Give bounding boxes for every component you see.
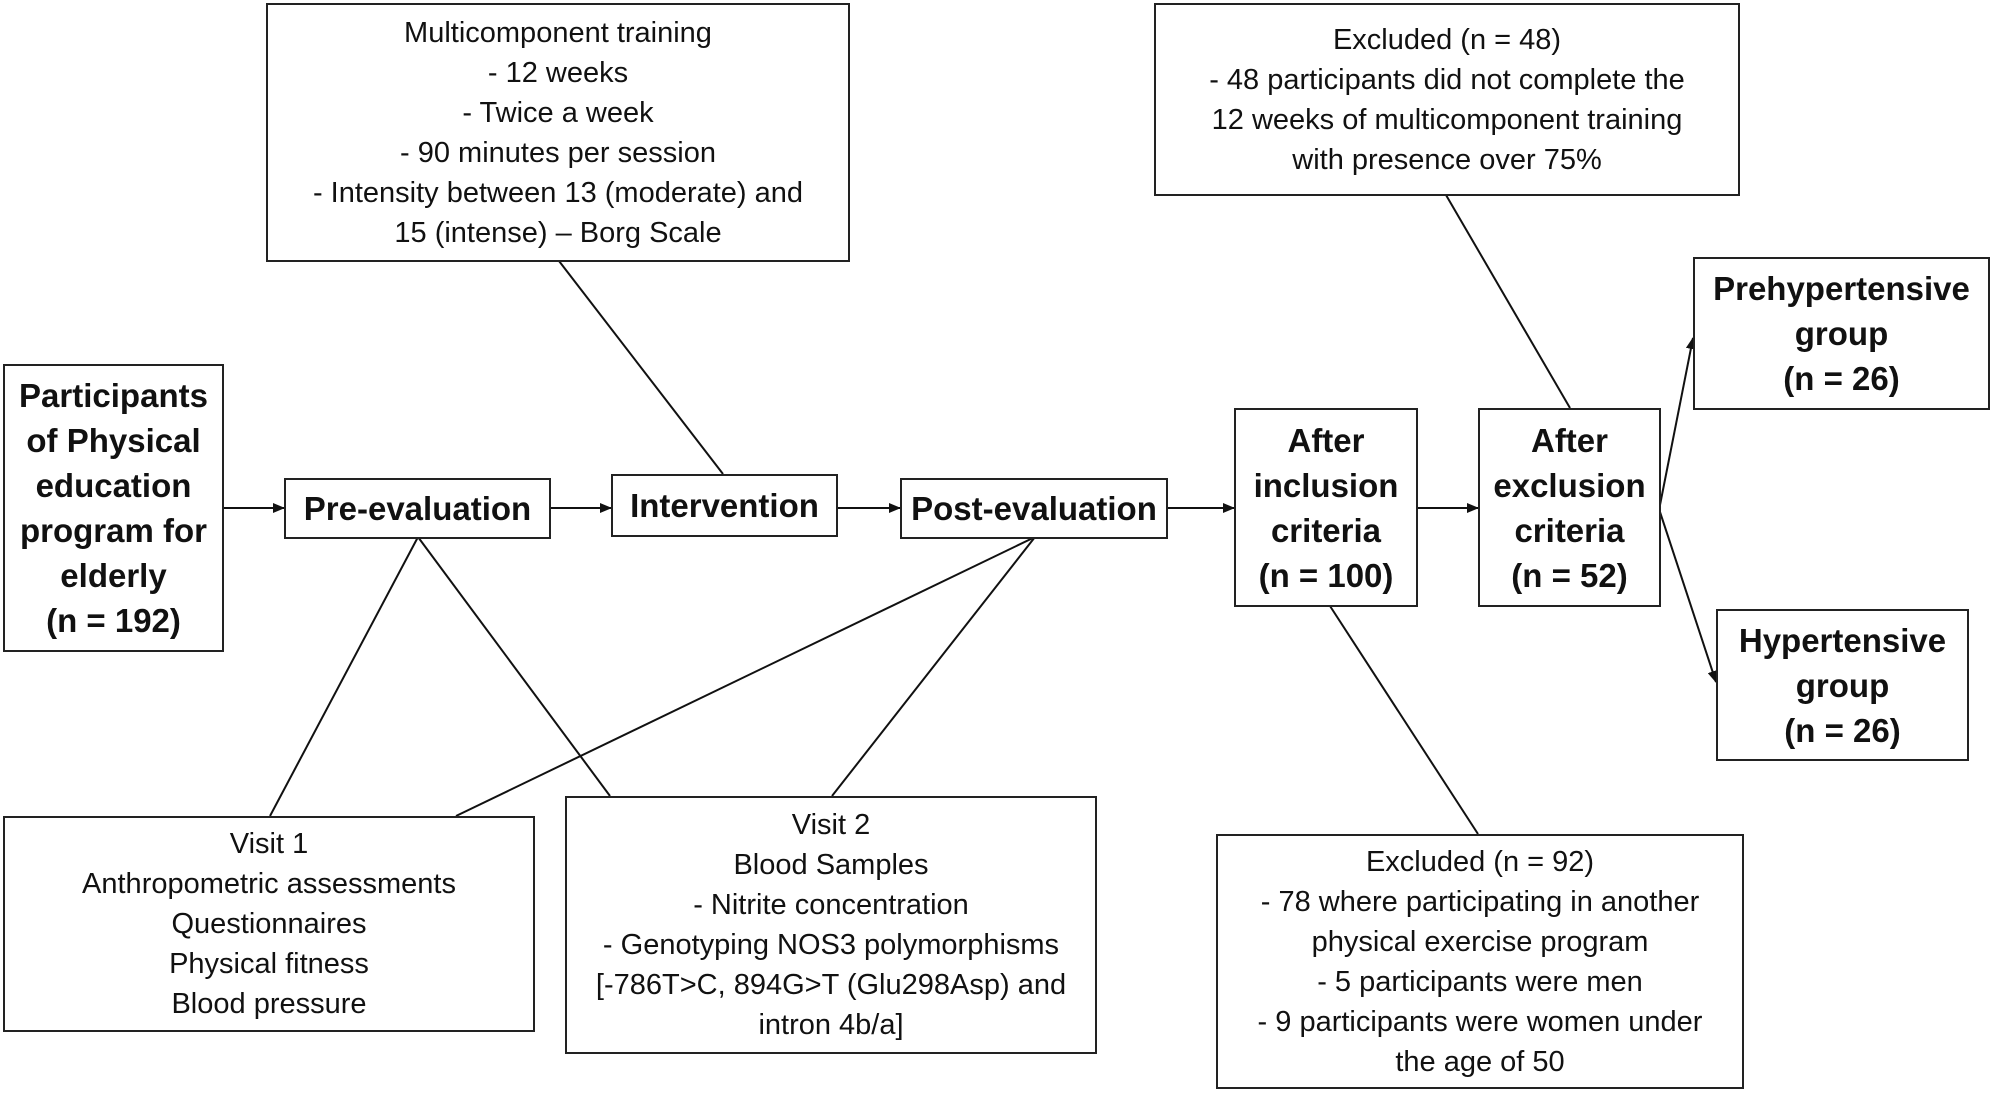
excluded-92-line: - 5 participants were men	[1317, 965, 1643, 998]
training-line: Multicomponent training	[404, 16, 712, 49]
visit1-box: Visit 1 Anthropometric assessments Quest…	[3, 816, 535, 1032]
after-inclusion-line: inclusion	[1253, 466, 1399, 504]
line-training-to-intervention	[558, 260, 724, 475]
training-details-box: Multicomponent training - 12 weeks - Twi…	[266, 3, 850, 262]
hypertensive-line: Hypertensive	[1738, 621, 1947, 659]
intervention-label: Intervention	[630, 487, 819, 524]
participants-line: elderly	[60, 557, 167, 594]
visit1-line: Blood pressure	[171, 988, 367, 1020]
excluded-92-line: - 78 where participating in another	[1260, 885, 1700, 918]
visit2-line: - Nitrite concentration	[693, 889, 969, 921]
visit2-line: Blood Samples	[733, 849, 929, 881]
arrow-exclusion-to-prehypertensive	[1659, 337, 1696, 506]
prehypertensive-line: (n = 26)	[1783, 360, 1900, 397]
after-exclusion-line: After	[1530, 421, 1608, 459]
line-excluded48-to-exclusion	[1445, 194, 1571, 409]
line-inclusion-to-excluded92	[1329, 605, 1479, 835]
excluded-48-line: Excluded (n = 48)	[1332, 23, 1562, 56]
excluded-48-line: with presence over 75%	[1292, 143, 1602, 176]
participants-line: education	[35, 467, 192, 504]
excluded-92-line: - 9 participants were women under	[1257, 1005, 1703, 1038]
excluded-92-line: Excluded (n = 92)	[1365, 845, 1595, 878]
training-line: - Intensity between 13 (moderate) and	[312, 176, 804, 209]
excluded-92-box: Excluded (n = 92) - 78 where participati…	[1216, 834, 1744, 1089]
intervention-box: Intervention	[611, 474, 838, 537]
after-exclusion-line: criteria	[1514, 511, 1625, 549]
training-line: - Twice a week	[462, 96, 654, 129]
participants-line: program for	[19, 512, 207, 549]
participants-line: Participants	[19, 377, 208, 414]
training-line: 15 (intense) – Borg Scale	[394, 216, 722, 249]
training-line: - 90 minutes per session	[400, 136, 716, 169]
after-inclusion-line: criteria	[1270, 511, 1382, 549]
pre-evaluation-label: Pre-evaluation	[303, 490, 532, 527]
visit1-line: Physical fitness	[169, 948, 369, 980]
visit2-line: Visit 2	[791, 809, 871, 841]
visit2-box: Visit 2 Blood Samples - Nitrite concentr…	[565, 796, 1097, 1054]
excluded-92-line: the age of 50	[1395, 1045, 1565, 1078]
after-exclusion-line: exclusion	[1493, 466, 1646, 504]
visit2-line: - Genotyping NOS3 polymorphisms	[602, 929, 1060, 961]
after-inclusion-line: (n = 100)	[1258, 556, 1394, 594]
visit2-line: [-786T>C, 894G>T (Glu298Asp) and	[595, 969, 1067, 1001]
line-post-to-visit2	[831, 536, 1036, 797]
hypertensive-line: (n = 26)	[1784, 711, 1901, 749]
excluded-92-line: physical exercise program	[1311, 925, 1649, 958]
pre-evaluation-box: Pre-evaluation	[284, 478, 551, 539]
after-exclusion-box: After exclusion criteria (n = 52)	[1478, 408, 1661, 607]
hypertensive-box: Hypertensive group (n = 26)	[1716, 609, 1969, 761]
participants-box: Participants of Physical education progr…	[3, 364, 224, 652]
visit2-line: intron 4b/a]	[758, 1009, 904, 1041]
excluded-48-line: 12 weeks of multicomponent training	[1211, 103, 1683, 136]
after-exclusion-line: (n = 52)	[1511, 556, 1628, 594]
excluded-48-line: - 48 participants did not complete the	[1209, 63, 1685, 96]
training-line: - 12 weeks	[487, 56, 629, 89]
excluded-48-box: Excluded (n = 48) - 48 participants did …	[1154, 3, 1740, 196]
participants-line: (n = 192)	[46, 602, 181, 639]
after-inclusion-line: After	[1287, 421, 1365, 459]
hypertensive-line: group	[1795, 666, 1890, 704]
line-post-to-visit1	[455, 536, 1036, 817]
post-evaluation-label: Post-evaluation	[911, 490, 1157, 527]
prehypertensive-box: Prehypertensive group (n = 26)	[1693, 257, 1990, 410]
participants-line: of Physical	[26, 422, 201, 459]
line-pre-to-visit2	[417, 536, 611, 797]
prehypertensive-line: Prehypertensive	[1713, 270, 1970, 307]
prehypertensive-line: group	[1794, 315, 1889, 352]
arrow-exclusion-to-hypertensive	[1659, 511, 1718, 683]
visit1-line: Anthropometric assessments	[82, 868, 456, 900]
visit1-line: Questionnaires	[171, 908, 367, 940]
line-pre-to-visit1	[269, 536, 419, 817]
visit1-line: Visit 1	[229, 828, 309, 860]
post-evaluation-box: Post-evaluation	[900, 478, 1168, 539]
after-inclusion-box: After inclusion criteria (n = 100)	[1234, 408, 1418, 607]
